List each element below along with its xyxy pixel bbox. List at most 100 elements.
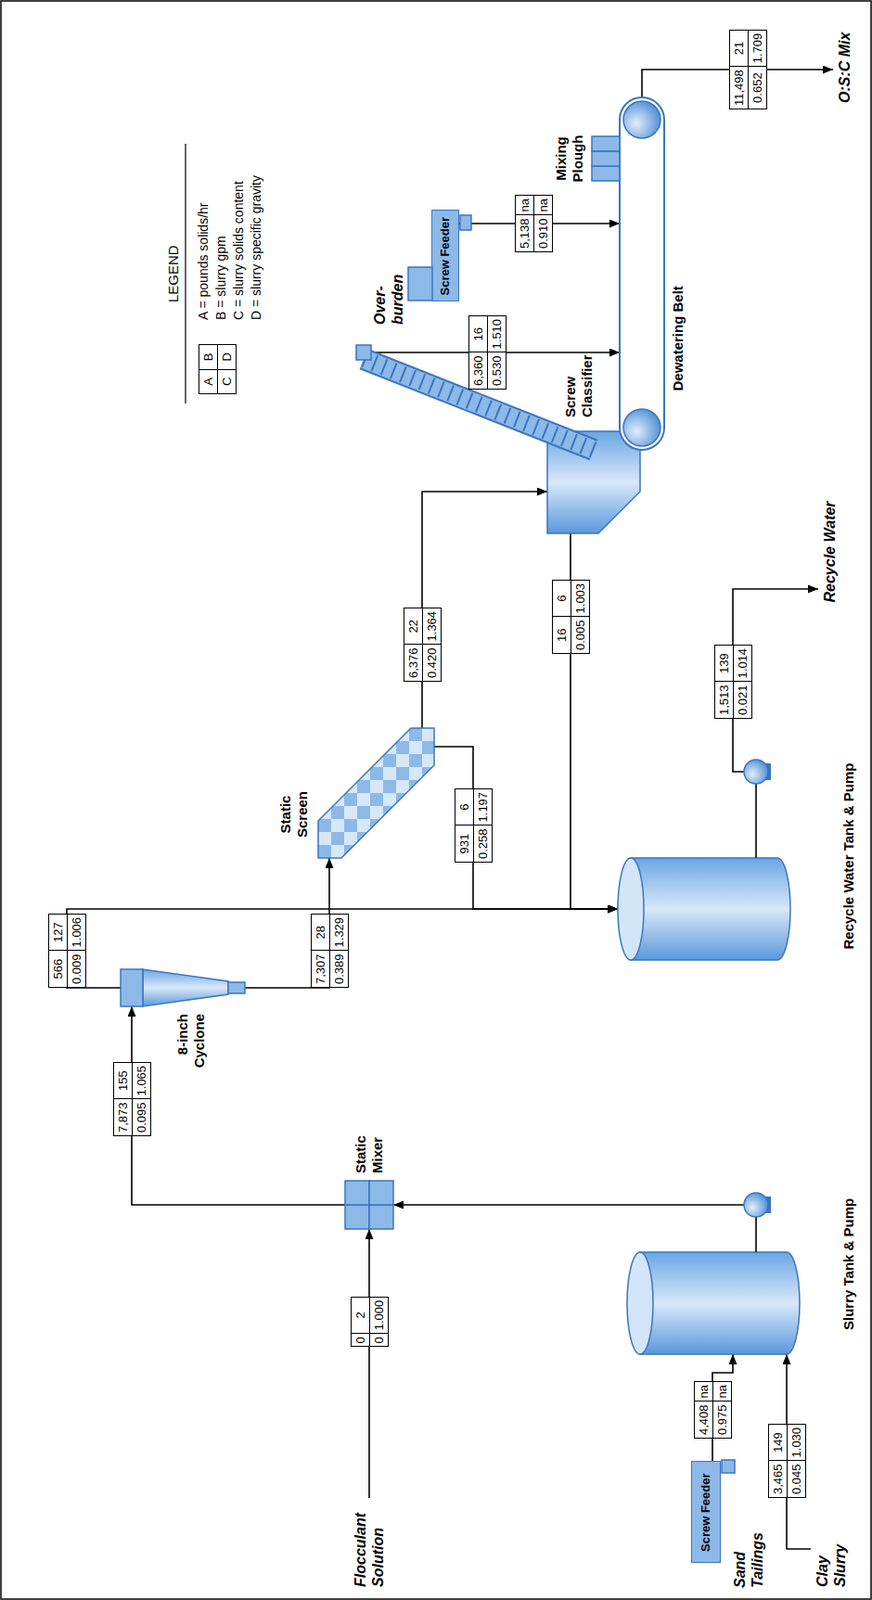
flow-line (570, 533, 618, 910)
stream-name: Over- burden (371, 259, 407, 325)
table-cell: 566 (49, 949, 68, 988)
table-cell: 0.045 (787, 1460, 806, 1498)
table-cell: 1.030 (787, 1424, 806, 1462)
table-cell: 0.389 (330, 949, 348, 988)
table-cell: 0.095 (132, 1098, 151, 1136)
equipment-label: Screw Feeder (437, 217, 453, 296)
table-cell: 0.420 (423, 643, 441, 681)
product-label: O:S:C Mix (833, 23, 858, 112)
table-cell: A (199, 369, 218, 394)
equipment-label: Dewatering Belt (669, 285, 687, 391)
table-cell: 1.329 (330, 914, 348, 951)
table-cell: 28 (311, 914, 331, 951)
table-cell: 155 (114, 1063, 133, 1100)
equipment-label: Mixing Plough (552, 126, 587, 192)
flow-line (732, 589, 819, 772)
table-cell: 149 (769, 1424, 788, 1462)
table-cell: C (218, 369, 236, 394)
table-cell: 3,465 (769, 1460, 788, 1498)
flow-line (712, 1354, 733, 1462)
table-cell: 5,138 (515, 214, 535, 252)
table-cell: 11,498 (730, 65, 749, 109)
equipment-label: Slurry Tank & Pump (840, 1198, 858, 1331)
flow-data-table: 11,498210.6521.709 (729, 29, 768, 110)
static-mixer: Static Mixer (345, 1180, 394, 1230)
flow-data-table: 1,5131390.0211.014 (714, 644, 753, 719)
screw-feeder: Over- burdenScrew Feeder (431, 209, 460, 302)
table-cell: 6,376 (404, 643, 424, 681)
mixing-plough: Mixing Plough (591, 136, 620, 181)
cyclone-outline (120, 969, 245, 1007)
flow-line (131, 1006, 346, 1206)
table-cell: 6,360 (469, 351, 488, 389)
table-cell: 1.014 (733, 645, 752, 682)
table-cell: 7,307 (311, 949, 331, 988)
flow-line (393, 1204, 744, 1206)
table-cell: 139 (715, 645, 734, 682)
table-cell: 0.009 (67, 949, 86, 988)
flow-data-table: 7,307280.3891.329 (310, 913, 349, 988)
table-cell: 0 (370, 1333, 388, 1347)
stream-name: O:S:C Mix (835, 32, 854, 103)
dewatering-belt: Dewatering Belt (619, 97, 665, 450)
table-cell: 1.003 (571, 580, 590, 617)
equipment-label: Screw Classifier (562, 343, 596, 418)
flow-data-table: 6,360160.5301.510 (468, 315, 507, 390)
pump-port (743, 1192, 769, 1218)
legend-entry: D = slurry specific gravity (247, 175, 265, 321)
table-cell: B (199, 345, 218, 369)
table-cell: 0.258 (474, 824, 492, 862)
legend-key-table: ABCD (198, 344, 237, 395)
source-label: Clay Slurry (810, 1522, 854, 1588)
table-cell: 1.364 (423, 608, 441, 645)
mixing-plough-outline (591, 136, 620, 181)
equipment-label: Static Mixer (352, 1115, 386, 1174)
table-cell: 6 (552, 580, 572, 617)
table-cell: 2 (351, 1297, 371, 1334)
screw-feeder: Sand TailingsScrew Feeder (691, 1461, 721, 1564)
table-cell: D (218, 345, 236, 369)
table-cell: na (515, 195, 535, 215)
flow-line (786, 1354, 811, 1550)
cyclone: 8-inch Cyclone (120, 969, 245, 1007)
flow-data-table: 5661270.0091.006 (48, 913, 87, 988)
static-mixer-outline (345, 1180, 394, 1230)
stream-name: Recycle Water (820, 500, 839, 603)
legend-entry: A = pounds solids/hr (194, 203, 212, 321)
discharge-port (356, 345, 372, 360)
flow-data-table: 4,408na0.975na (693, 1381, 732, 1439)
table-cell: 1.065 (132, 1063, 151, 1100)
table-cell: 0.910 (534, 214, 552, 252)
table-cell: na (694, 1382, 714, 1401)
table-cell: 1.510 (487, 316, 506, 353)
source-label: Flocculant Solution (348, 1498, 392, 1588)
equipment-label: Static Screen (277, 783, 311, 846)
recycle-tank: Recycle Water Tank & Pump (617, 751, 864, 961)
stream-name: Flocculant Solution (351, 1498, 387, 1588)
dewatering-belt-outline (619, 97, 665, 450)
pump-port (743, 759, 769, 784)
flow-data-table: 6,376220.4201.364 (403, 607, 442, 682)
table-cell: 4,408 (694, 1400, 714, 1438)
table-cell: na (713, 1382, 731, 1401)
product-label: Recycle Water (818, 487, 843, 617)
equipment-label: 8-inch Cyclone (174, 1013, 208, 1087)
stream-name: Clay Slurry (813, 1522, 849, 1588)
static-screen-outline (318, 728, 435, 859)
table-cell: 931 (455, 824, 475, 862)
flow-data-table: 7,8731550.0951.065 (113, 1062, 152, 1137)
table-cell: 7,873 (114, 1098, 133, 1136)
recycle-tank-outline (617, 751, 864, 961)
legend-rule (184, 143, 186, 404)
flow-data-table: 93160.2581.197 (454, 788, 493, 863)
classifier-trough (547, 431, 641, 534)
table-cell: 1,513 (715, 680, 734, 719)
table-cell: 0 (351, 1333, 371, 1347)
static-screen: Static Screen (318, 728, 435, 859)
table-cell: 1.197 (474, 789, 492, 826)
table-cell: 1.709 (748, 30, 767, 67)
table-cell: 16 (552, 615, 572, 654)
legend-title: LEGEND (165, 244, 182, 303)
